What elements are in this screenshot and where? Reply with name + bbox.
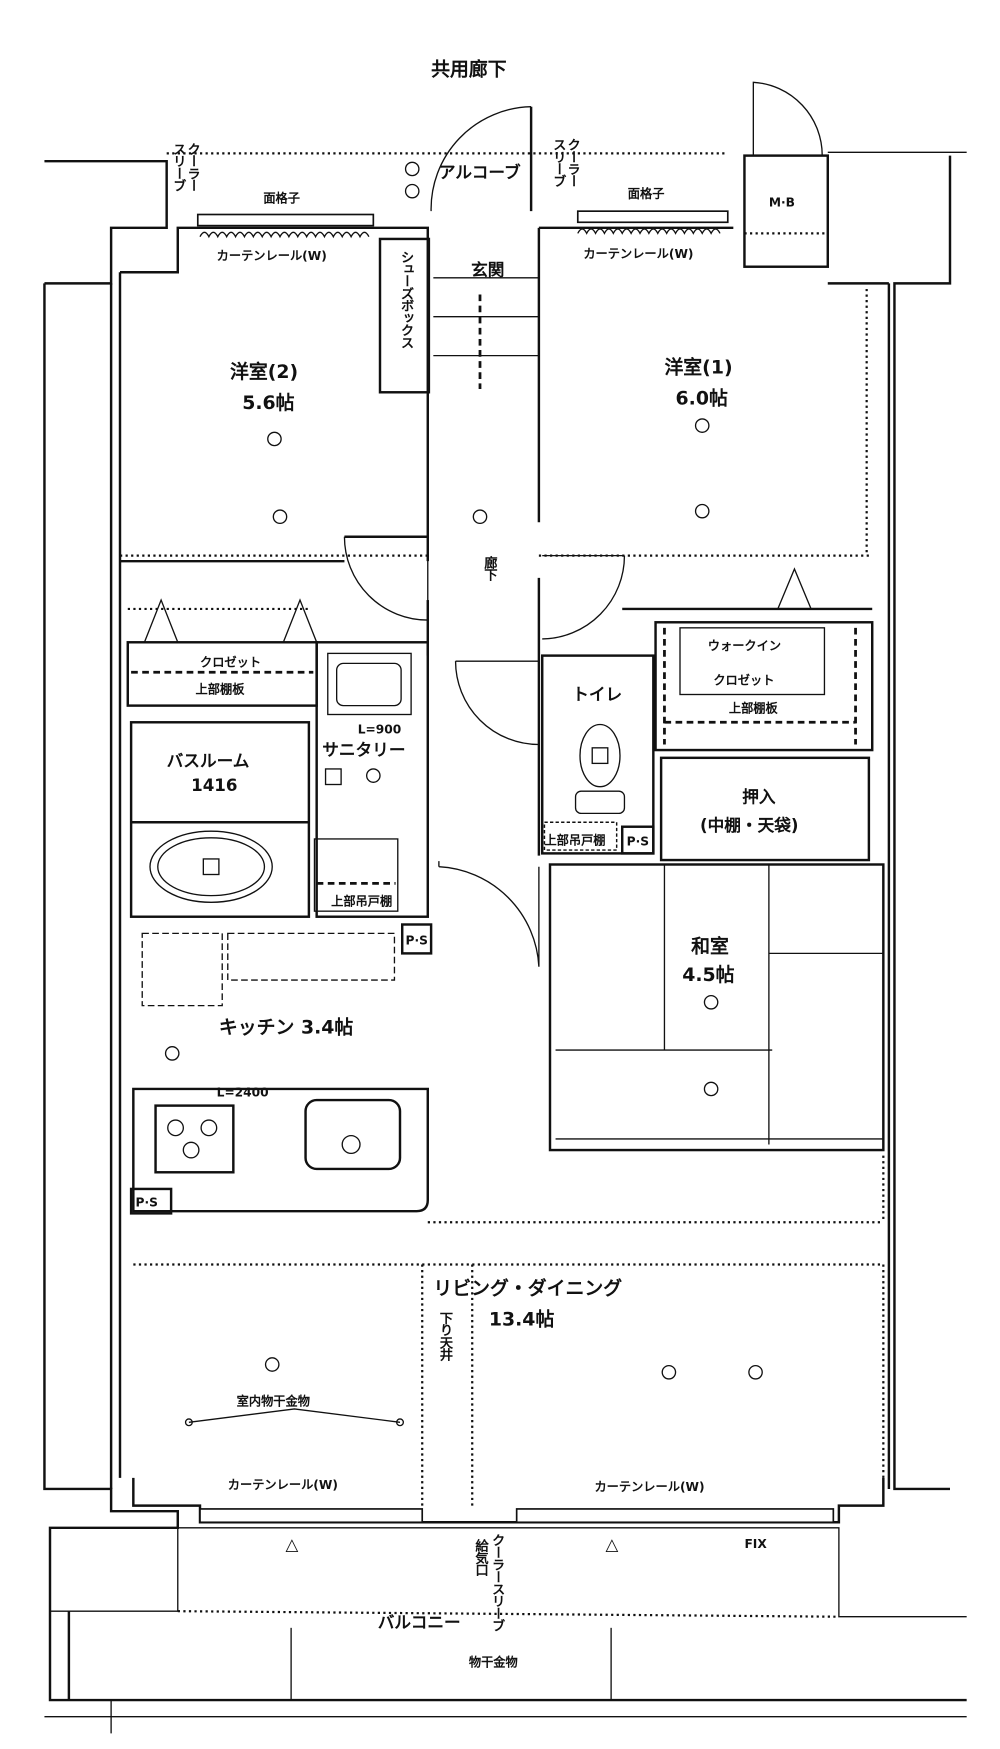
exterior-walls [43, 151, 967, 1734]
ps-label: P·S [136, 1196, 158, 1210]
japanese-room-size: 4.5帖 [682, 963, 734, 986]
meter-box [743, 81, 830, 268]
upper-shelf-label: 上部棚板 [729, 700, 779, 715]
toilet-label: トイレ [572, 685, 622, 704]
common-corridor-label: 共用廊下 [431, 58, 507, 81]
closet-label: クロゼット [200, 655, 261, 670]
japanese-room-name: 和室 [691, 934, 729, 957]
western-room-1-name: 洋室(1) [664, 355, 732, 378]
sanitary-label: サニタリー [322, 741, 405, 760]
curtain-rail-label: カーテンレール(W) [228, 1478, 338, 1492]
ps-label: P·S [627, 835, 649, 849]
lattice-left-label: 面格子 [263, 190, 300, 205]
cooler-sleeve-label: クーラー [185, 142, 200, 192]
sanitary-length: L=900 [358, 722, 402, 736]
shoebox [378, 237, 539, 394]
western-room-2-name: 洋室(2) [230, 360, 298, 383]
upper-cabinet-label: 上部吊戸棚 [331, 894, 392, 909]
wic-label: ウォークイン [708, 639, 781, 653]
lowered-ceiling-label: 下り天井 [437, 1311, 453, 1363]
kitchen [129, 932, 430, 1215]
wic-label: クロゼット [713, 673, 774, 688]
toilet-door[interactable] [454, 660, 539, 746]
kitchen-length: L=2400 [217, 1086, 269, 1100]
cooler-sleeve-label: クーラー [565, 138, 580, 188]
bedroom-1-door[interactable] [542, 554, 626, 640]
entrance-door[interactable] [430, 106, 533, 212]
fix-label: FIX [744, 1537, 767, 1551]
drying-hardware-label: 物干金物 [469, 1655, 518, 1670]
window-mark: △ [606, 1535, 619, 1554]
curtain-rail-label: カーテンレール(W) [583, 247, 693, 261]
sanitary [313, 641, 429, 918]
western-room-1-size: 6.0帖 [676, 387, 728, 410]
bathroom-label: バスルーム [167, 752, 250, 771]
living-dining [132, 1155, 885, 1524]
ps-label: P·S [406, 934, 428, 948]
alcove-label: アルコーブ [439, 162, 521, 182]
shoebox-label: シューズボックス [398, 250, 414, 349]
interior-walls [120, 226, 889, 856]
upper-shelf-label: 上部棚板 [196, 681, 246, 696]
corridor-label: 廊下 [481, 554, 497, 582]
air-inlet-label: 給気口 [473, 1538, 489, 1577]
curtain-rail-label: カーテンレール(W) [217, 249, 327, 263]
indoor-drying-label: 室内物干金物 [237, 1394, 310, 1409]
walk-in-closet [654, 567, 874, 752]
japanese-room [548, 863, 885, 1152]
cooler-sleeve-label: スリーブ [550, 138, 565, 188]
oshiire-label: 押入 [742, 786, 776, 806]
oshiire [659, 756, 871, 862]
oshiire-sub-label: (中棚・天袋) [700, 815, 799, 835]
bathroom-size: 1416 [191, 776, 237, 795]
western-room-2-size: 5.6帖 [242, 391, 294, 414]
top-windows [196, 210, 729, 239]
bathroom [129, 721, 311, 918]
upper-cabinet-label: 上部吊戸棚 [544, 833, 605, 848]
lattice-right-label: 面格子 [628, 186, 665, 201]
living-dining-name: リビング・ダイニング [433, 1276, 622, 1299]
bedroom-2-door[interactable] [343, 535, 429, 621]
mb-label: M·B [769, 196, 795, 210]
kitchen-label: キッチン 3.4帖 [219, 1015, 354, 1038]
curtain-rail-label: カーテンレール(W) [594, 1480, 704, 1494]
entrance-label: 玄関 [471, 260, 504, 280]
living-door[interactable] [438, 861, 540, 967]
balcony-label: バルコニー [378, 1613, 461, 1632]
living-dining-size: 13.4帖 [489, 1308, 555, 1331]
window-mark: △ [286, 1535, 299, 1554]
cooler-sleeve-label: クーラースリーブ [489, 1533, 504, 1633]
cooler-sleeve-label: スリーブ [170, 142, 185, 192]
toilet-room [541, 654, 655, 855]
